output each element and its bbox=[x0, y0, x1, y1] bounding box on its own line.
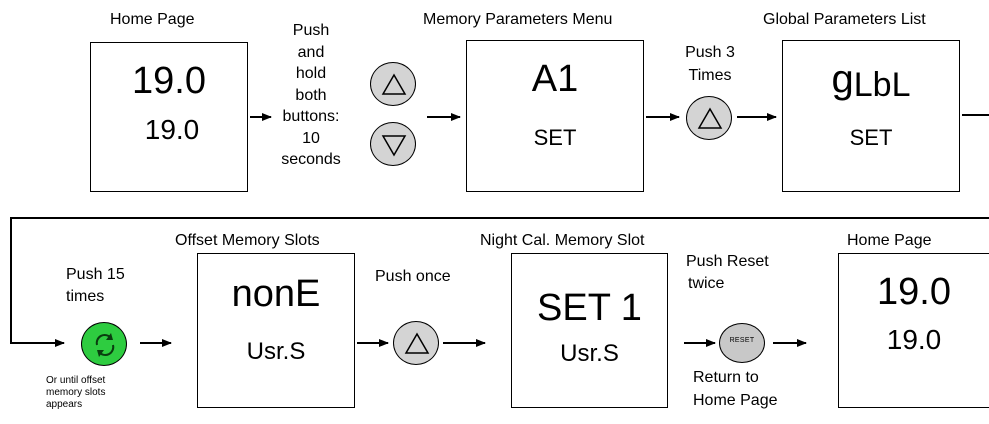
hold-line: hold bbox=[295, 65, 327, 82]
push-15-times-label: Push 15 times bbox=[66, 264, 125, 308]
return-line: Home Page bbox=[693, 392, 778, 409]
up-triangle-icon bbox=[404, 332, 430, 354]
display-line-1: gLbL bbox=[783, 57, 959, 106]
down-button[interactable] bbox=[370, 122, 416, 166]
push3-line: Push 3 bbox=[685, 44, 735, 61]
home-page-title: Home Page bbox=[110, 11, 195, 28]
push3-line: Times bbox=[688, 67, 732, 84]
up-triangle-icon bbox=[381, 73, 407, 95]
push-15-note: Or until offset memory slots appears bbox=[46, 375, 105, 411]
push-reset-label: Push Reset twice bbox=[686, 251, 769, 295]
reset-button[interactable]: RESET bbox=[719, 323, 765, 363]
display-line-2: Usr.S bbox=[246, 338, 306, 365]
note-line: appears bbox=[46, 399, 83, 410]
night-cal-display: SET 1 Usr.S bbox=[511, 253, 668, 408]
global-params-title: Global Parameters List bbox=[763, 11, 926, 28]
home-page-display: 19.0 19.0 bbox=[90, 42, 248, 192]
display-line-1: 19.0 bbox=[132, 60, 206, 102]
hold-instructions: Push and hold both buttons: 10 seconds bbox=[266, 20, 356, 171]
display-line-2: Usr.S bbox=[560, 340, 619, 367]
offset-slots-display: nonE Usr.S bbox=[197, 253, 355, 408]
cycle-button[interactable] bbox=[81, 322, 127, 366]
memory-params-title: Memory Parameters Menu bbox=[423, 11, 613, 28]
display-line-2: SET bbox=[533, 125, 577, 150]
up-triangle-icon bbox=[697, 107, 723, 129]
glyph-lbl: LbL bbox=[853, 66, 911, 104]
push15-line: times bbox=[66, 288, 105, 305]
up-button[interactable] bbox=[370, 62, 416, 106]
night-cal-title: Night Cal. Memory Slot bbox=[480, 232, 645, 249]
offset-slots-title: Offset Memory Slots bbox=[175, 232, 320, 249]
note-line: memory slots bbox=[46, 387, 106, 398]
glyph-g: g bbox=[831, 57, 854, 101]
display-line-2: 19.0 bbox=[144, 114, 200, 145]
up-button[interactable] bbox=[686, 96, 732, 140]
return-home-label: Return to Home Page bbox=[693, 366, 778, 412]
hold-line: and bbox=[297, 43, 325, 61]
home-page-title-2: Home Page bbox=[847, 232, 932, 249]
down-triangle-icon bbox=[381, 135, 407, 157]
memory-params-display: A1 SET bbox=[466, 40, 644, 192]
hold-line: 10 bbox=[302, 129, 320, 147]
hold-line: both bbox=[295, 86, 327, 104]
display-line-1: nonE bbox=[231, 273, 321, 315]
display-line-1: 19.0 bbox=[877, 271, 951, 313]
push-reset-line: Push Reset bbox=[686, 253, 769, 270]
push-3-times-label: Push 3 Times bbox=[670, 41, 750, 87]
hold-line: buttons: bbox=[282, 108, 340, 125]
display-line-1: A1 bbox=[531, 58, 579, 100]
display-line-2: 19.0 bbox=[886, 324, 942, 355]
display-line-2: SET bbox=[849, 125, 893, 150]
return-line: Return to bbox=[693, 369, 759, 386]
hold-line: seconds bbox=[281, 151, 341, 168]
global-params-display: gLbL SET bbox=[782, 40, 960, 192]
home-page-display-2: 19.0 19.0 bbox=[838, 253, 989, 408]
push-reset-line: twice bbox=[688, 275, 725, 292]
hold-line: Push bbox=[292, 22, 330, 39]
note-line: Or until offset bbox=[46, 375, 106, 386]
cycle-arrows-icon bbox=[95, 333, 115, 357]
display-line-1: SET 1 bbox=[537, 287, 642, 329]
push15-line: Push 15 bbox=[66, 266, 125, 283]
reset-button-icon: RESET bbox=[729, 337, 755, 344]
push-once-label: Push once bbox=[375, 268, 451, 285]
up-button[interactable] bbox=[393, 321, 439, 365]
